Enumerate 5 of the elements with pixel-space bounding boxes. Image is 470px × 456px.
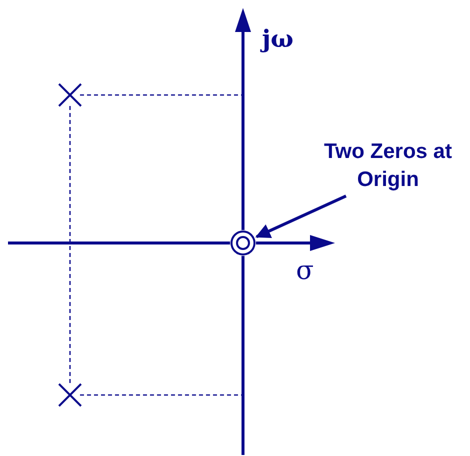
axis-label: jω <box>262 24 294 53</box>
axis-label: σ <box>296 256 314 286</box>
leader-arrow <box>255 194 347 238</box>
double-zero-marker <box>230 230 256 256</box>
callout-text: Two Zeros at Origin <box>318 138 458 194</box>
